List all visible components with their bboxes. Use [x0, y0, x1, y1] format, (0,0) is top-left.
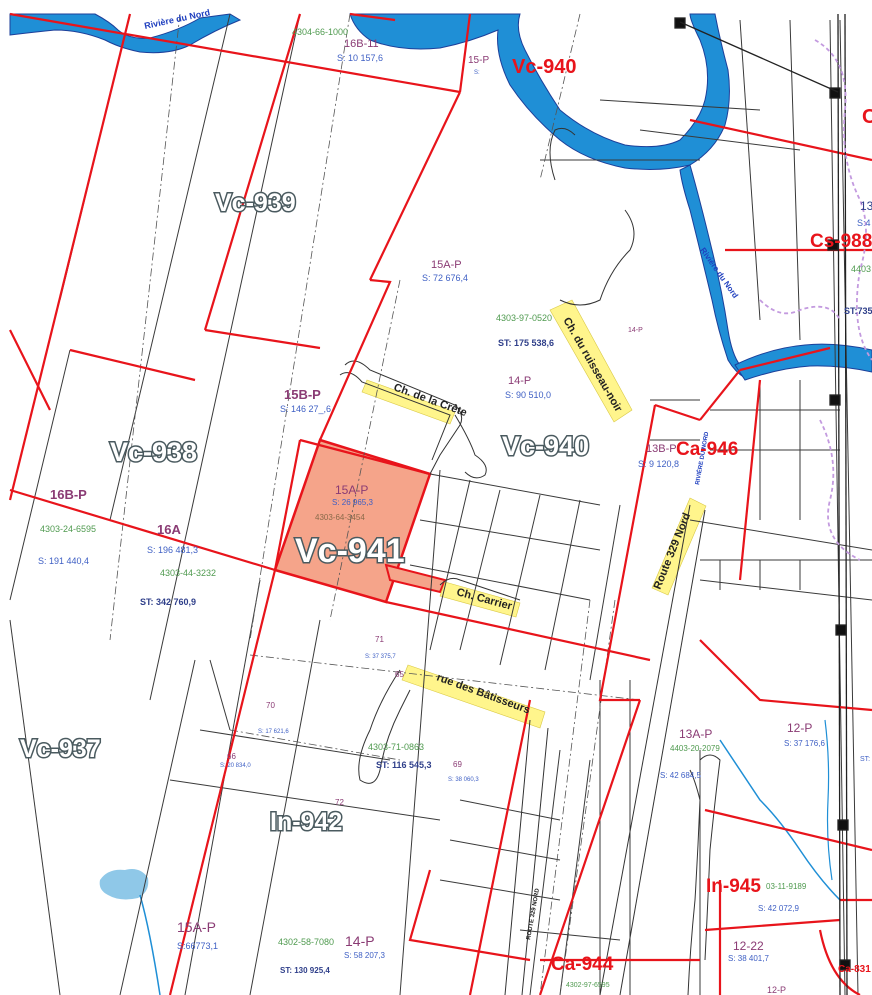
area-label: S:66773,1: [177, 941, 218, 951]
lot-label: 13B-P: [646, 443, 677, 455]
lot-label: 14-P: [508, 375, 531, 387]
stream-right-2: [824, 719, 833, 881]
code-label: 4303-24-6595: [40, 524, 96, 534]
lot-label: 16A: [157, 522, 181, 537]
area-label: ST: 130 925,4: [280, 966, 330, 975]
code-label: 4302-97-6595: [566, 982, 610, 989]
area-label: S: 58 207,3: [344, 951, 385, 960]
zone-label-vc940: Vc-940: [502, 431, 589, 461]
code-label: 4303-44-3232: [160, 568, 216, 578]
lake: [99, 869, 149, 900]
lot-label: 15-P: [468, 55, 489, 66]
area-label: S:: [474, 70, 480, 76]
area-label: S: 72 676,4: [422, 273, 468, 283]
area-label: S: 146 27_,6: [280, 404, 331, 414]
lot-label: 14-P: [628, 327, 643, 334]
area-label: S: 10 157,6: [337, 53, 383, 63]
lot-label: 72: [335, 798, 344, 807]
lot-label: 15A-P: [177, 919, 216, 935]
area-label: ST: 175 538,6: [498, 338, 554, 348]
lot-label: 13: [860, 199, 872, 213]
lot-label: 69: [453, 760, 462, 769]
code-label: 4302-58-7080: [278, 937, 334, 947]
lot-label: 12-P: [787, 721, 812, 735]
river-top-center: [349, 13, 730, 170]
lot-label: 66: [227, 752, 236, 761]
zone-label-cs988: Cs-988: [810, 231, 872, 252]
zone-label-c-edge: C: [862, 106, 872, 128]
lot-label: 13A-P: [679, 727, 712, 741]
area-label: S: 38 401,7: [728, 954, 769, 963]
zone-boundaries: [8, 12, 872, 995]
code-label: 4303-97-0520: [496, 313, 552, 323]
lot-label: 71: [375, 635, 384, 644]
stream-right: [719, 739, 841, 901]
code-label: 4403-20-2079: [670, 744, 720, 753]
area-label: S: 38 060,3: [448, 777, 479, 783]
road-centerlines: [109, 13, 641, 995]
code-label: 4303-64-3454: [315, 513, 365, 522]
local-roads: [339, 127, 721, 995]
lot-label: 12-22: [733, 939, 764, 953]
area-label: S: 90 510,0: [505, 390, 551, 400]
zone-label-in942: In-942: [270, 808, 342, 836]
zone-label-vc941: Vc-941: [295, 532, 405, 570]
lot-label: 70: [266, 701, 275, 710]
zone-label-ca946: Ca-946: [676, 439, 738, 460]
area-label: ST:735: [844, 306, 872, 316]
lot-label: 15B-P: [284, 387, 321, 402]
stream-bottom: [139, 894, 161, 995]
code-label: 03-11-9189: [766, 882, 807, 891]
code-label: 4403: [851, 264, 871, 274]
zone-label-vc937: Vc-937: [20, 735, 101, 763]
area-label: S: 37 375,7: [365, 654, 396, 660]
lot-label: 15A-P: [431, 259, 462, 271]
zone-label-in945: In-945: [706, 876, 761, 897]
zone-label-ca-edge: Ca-831: [838, 964, 871, 975]
area-label: S: 9 120,8: [638, 459, 679, 469]
area-label: S: 20 834,0: [220, 763, 251, 769]
zone-label-vc940-top: Vc-940: [512, 56, 577, 78]
lot-label: 15A-P: [335, 483, 368, 497]
area-label: S: 17 621,6: [258, 729, 289, 735]
lot-lines: [9, 13, 872, 995]
area-label: S: 196 481,3: [147, 545, 198, 555]
selected-parcel-tail[interactable]: [384, 563, 447, 594]
code-label: 4304-66-1000: [292, 27, 348, 37]
railway: [674, 13, 851, 995]
area-label: ST: 342 760,9: [140, 597, 196, 607]
lot-label: 16B-11: [344, 38, 379, 50]
zone-label-vc938: Vc-938: [110, 437, 197, 467]
code-label: 4303-71-0863: [368, 742, 424, 752]
lot-label: 65: [395, 670, 404, 679]
area-label: S: 191 440,4: [38, 556, 89, 566]
wetland-edge: [759, 39, 872, 561]
lot-label: 16B-P: [50, 487, 87, 502]
area-label: S: 42 684,5: [660, 771, 701, 780]
area-label: S: 26 965,3: [332, 498, 373, 507]
zone-label-ca944: Ca-944: [551, 954, 614, 975]
area-label: ST: 116 545,3: [376, 760, 432, 770]
area-label: ST:: [860, 756, 870, 763]
lot-label: 12-P: [767, 985, 786, 995]
lot-labels: 4304-66-1000 16B-11 S: 10 157,6 15-P S: …: [38, 27, 872, 995]
lot-label: 14-P: [345, 933, 375, 949]
area-label: S:4: [857, 218, 871, 228]
zone-label-vc939: Vc-939: [215, 189, 296, 217]
area-label: S: 42 072,9: [758, 904, 799, 913]
river-right-east: [734, 343, 872, 381]
area-label: S: 37 176,6: [784, 739, 825, 748]
